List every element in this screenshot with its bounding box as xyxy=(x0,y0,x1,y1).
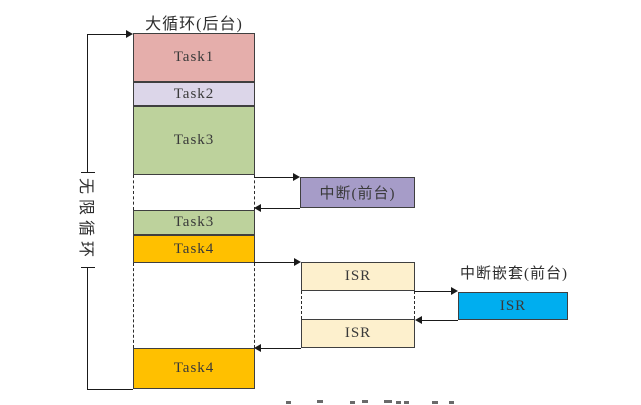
task4-label: Task4 xyxy=(173,240,215,257)
task3-resume-label: Task3 xyxy=(173,214,215,230)
caption-fragment xyxy=(362,400,368,403)
interrupt-return-arrowhead xyxy=(254,204,261,212)
nested-return-arrowhead xyxy=(415,316,422,324)
isr-second-label: ISR xyxy=(344,325,372,341)
caption-fragment xyxy=(350,401,355,404)
isr-call-line xyxy=(254,262,294,263)
isr-gap-right-dash xyxy=(414,291,415,319)
caption-fragment xyxy=(317,400,323,403)
task1-label: Task1 xyxy=(173,49,215,65)
isr-return-arrowhead xyxy=(254,344,261,352)
infinite-loop-label: 无限循环 xyxy=(76,172,100,268)
task4-resume-box: Task4 xyxy=(133,348,255,389)
task3-box: Task3 xyxy=(133,106,255,175)
isr-call-arrowhead xyxy=(294,258,301,266)
loop-tick-top xyxy=(81,172,95,173)
caption-fragment xyxy=(404,401,409,404)
caption-fragment xyxy=(384,400,392,403)
task3-resume-box: Task3 xyxy=(133,210,255,235)
nested-call-arrowhead xyxy=(451,287,458,295)
task3-label: Task3 xyxy=(173,132,215,148)
caption-fragment xyxy=(432,401,438,404)
isr-gap-left-dash xyxy=(301,291,302,319)
task2-box: Task2 xyxy=(133,82,255,106)
interrupt-call-arrowhead xyxy=(293,173,300,181)
caption-fragment xyxy=(449,401,454,404)
loop-bottom-line xyxy=(87,389,133,390)
task2-label: Task2 xyxy=(173,85,215,102)
nested-return-line xyxy=(422,320,458,321)
isr-first-box: ISR xyxy=(301,262,415,291)
gap2-right-dash xyxy=(254,263,255,348)
background-loop-title: 大循环(后台) xyxy=(145,16,243,33)
caption-fragment xyxy=(396,401,401,404)
isr-second-box: ISR xyxy=(301,319,415,348)
isr-return-line xyxy=(261,348,301,349)
gap1-right-dash xyxy=(254,175,255,210)
task1-box: Task1 xyxy=(133,33,255,82)
loop-tick-bottom xyxy=(81,267,95,268)
task4-resume-label: Task4 xyxy=(173,360,215,376)
nested-call-line xyxy=(414,291,451,292)
nested-isr-box: ISR xyxy=(458,292,568,320)
isr-first-label: ISR xyxy=(344,268,372,284)
interrupt-call-line xyxy=(254,177,293,178)
gap1-left-dash xyxy=(133,175,134,210)
loop-entry-line xyxy=(87,34,126,35)
gap2-left-dash xyxy=(133,263,134,348)
interrupt-box: 中断(前台) xyxy=(300,177,415,208)
interrupt-return-line xyxy=(261,208,300,209)
loop-entry-arrowhead xyxy=(126,30,133,38)
task4-box: Task4 xyxy=(133,235,255,263)
interrupt-label: 中断(前台) xyxy=(319,186,396,202)
nested-interrupt-title: 中断嵌套(前台) xyxy=(460,266,568,282)
caption-fragment xyxy=(286,401,291,404)
nested-isr-label: ISR xyxy=(499,297,527,314)
